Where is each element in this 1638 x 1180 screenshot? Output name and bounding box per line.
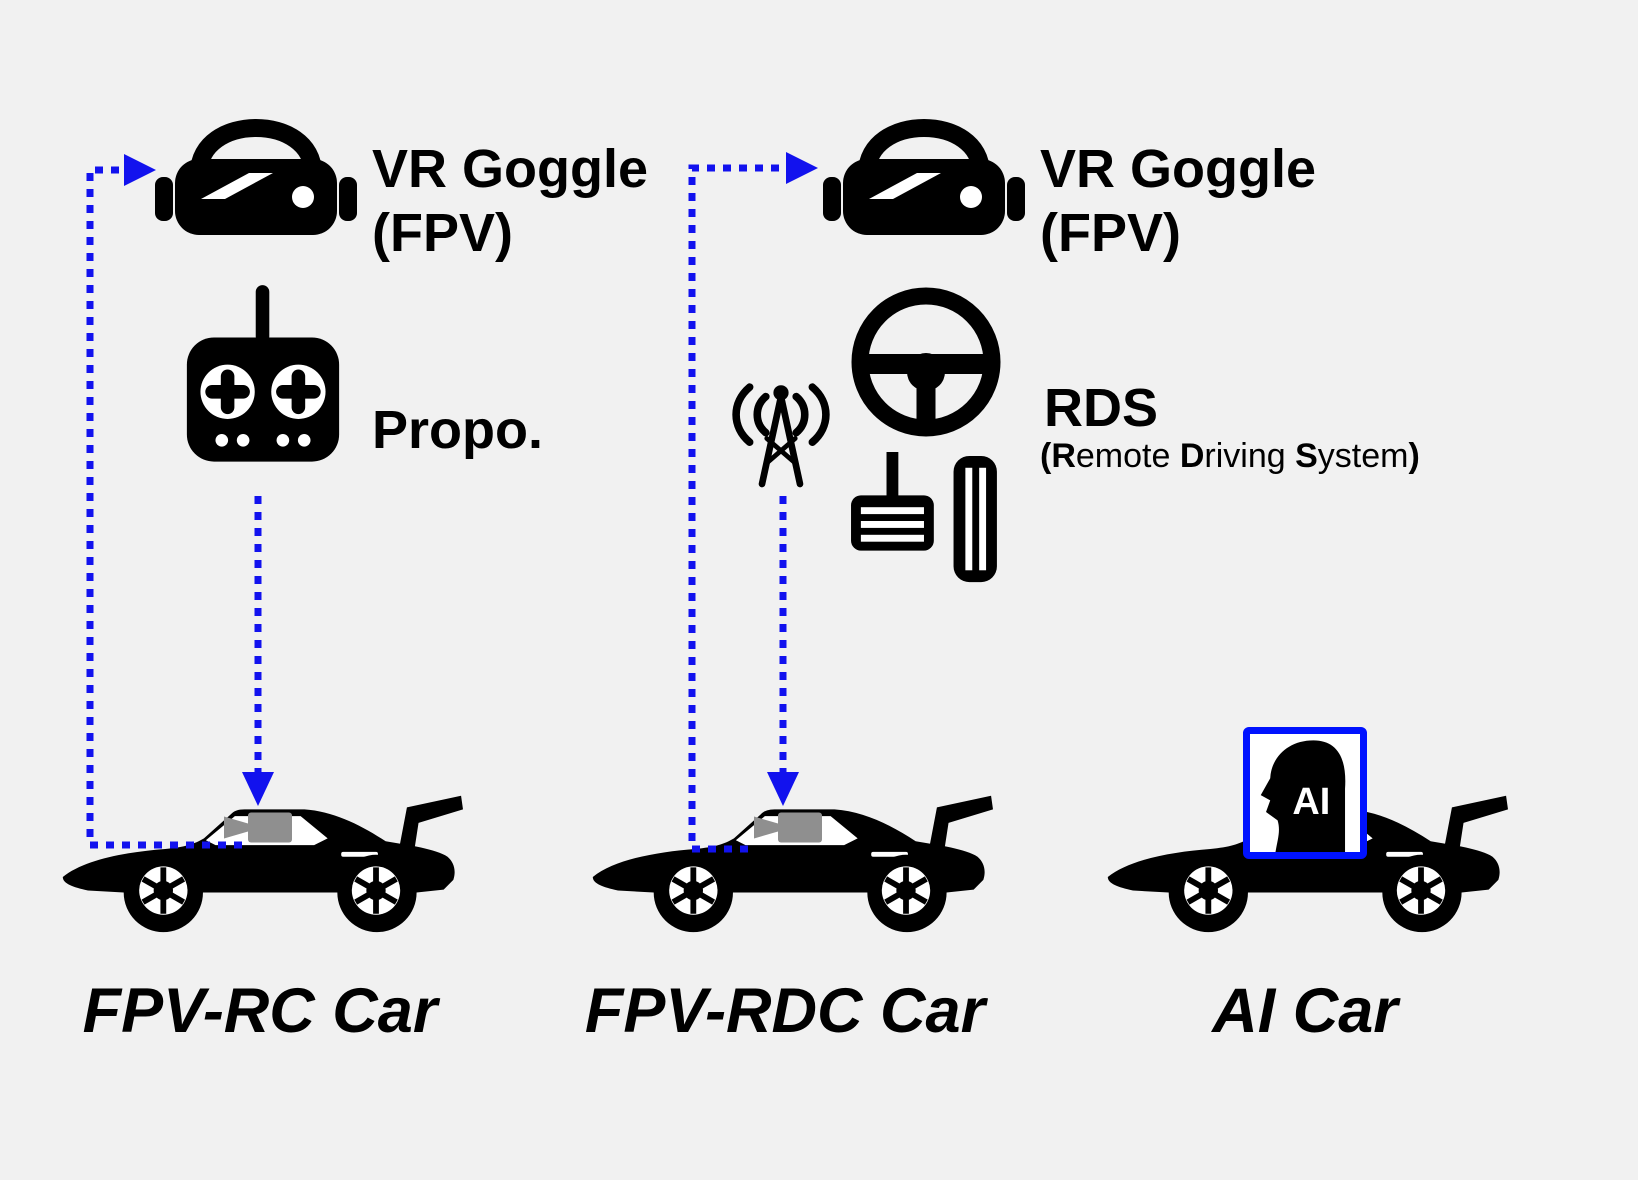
arrow-camera-to-goggle-middle (688, 164, 786, 853)
vr-goggle-label-line2: (FPV) (1040, 203, 1181, 263)
fpv-rc-car-label: FPV-RC Car (82, 976, 438, 1046)
radio-antenna-icon (724, 362, 838, 492)
vr-goggle-label-line1: VR Goggle (1040, 139, 1317, 199)
vr-goggle-label-left: VR Goggle (FPV) (372, 137, 648, 265)
arrowhead-goggle-middle (786, 152, 818, 184)
propo-label: Propo. (372, 400, 543, 460)
propo-controller-icon (183, 282, 343, 488)
rds-expansion-label: (Remote Driving System) (1040, 437, 1420, 475)
fpv-rdc-car-label: FPV-RDC Car (584, 976, 986, 1046)
arrow-camera-to-goggle-left (86, 166, 242, 849)
pedals-icon (842, 452, 1002, 590)
vr-goggle-icon-left (150, 95, 362, 255)
vr-goggle-label-line1: VR Goggle (372, 139, 649, 199)
ai-chip-icon: AI (1243, 727, 1367, 859)
fpv-camera-icon-left (224, 810, 294, 845)
ai-label: AI (1292, 781, 1330, 823)
vr-goggle-label-middle: VR Goggle (FPV) (1040, 137, 1316, 265)
ai-head-icon: AI (1260, 740, 1346, 852)
vr-goggle-label-line2: (FPV) (372, 203, 513, 263)
fpv-camera-icon-middle (754, 810, 824, 845)
vr-goggle-icon-middle (818, 95, 1030, 255)
ai-car-label: AI Car (1212, 976, 1398, 1046)
rds-label: RDS (1044, 378, 1159, 438)
steering-wheel-icon (850, 286, 1002, 438)
